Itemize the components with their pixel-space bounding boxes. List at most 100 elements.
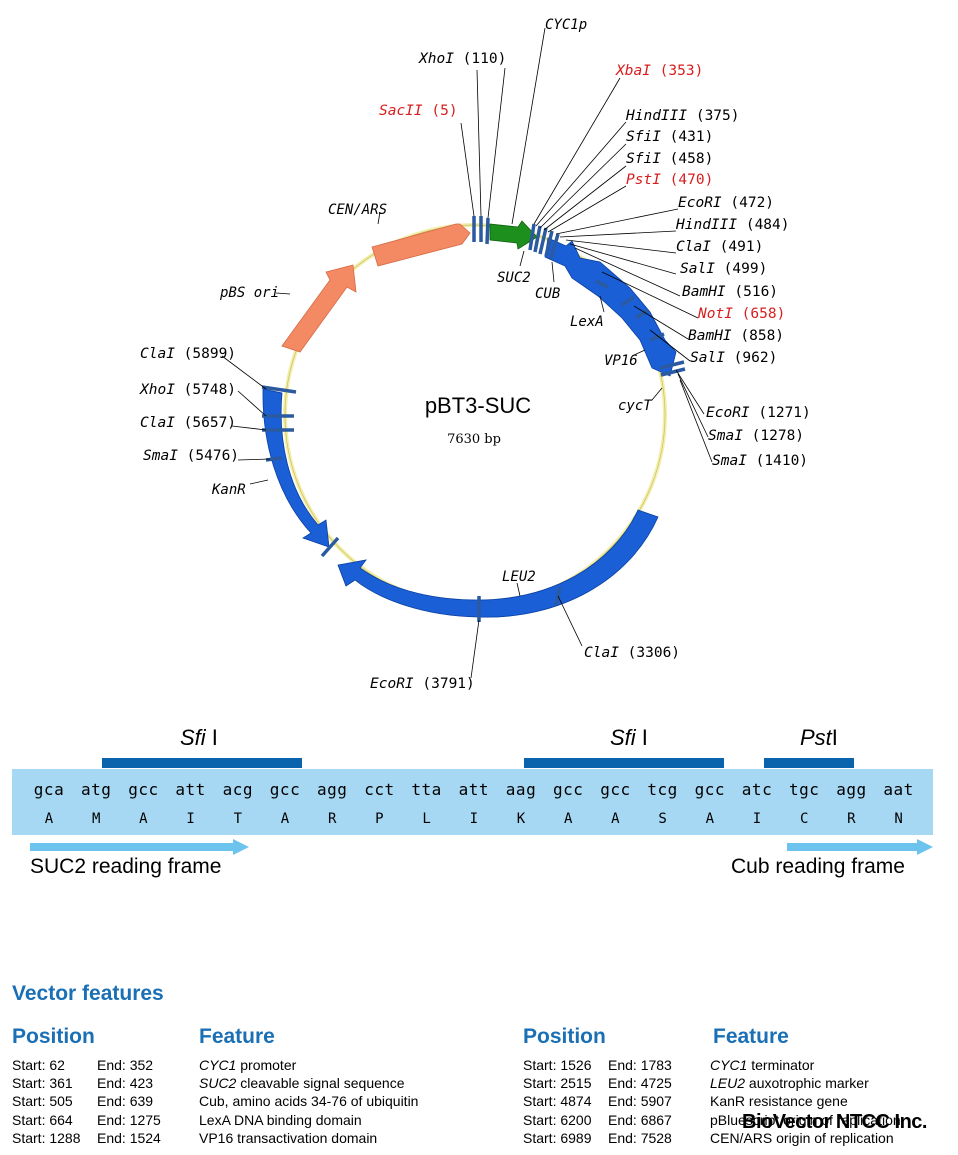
codon: tgc [788,780,820,799]
feature-start: Start: 361 [12,1075,73,1092]
codon: atc [741,780,773,799]
codon: tcg [647,780,678,799]
site-label: SacII (5) [379,103,458,119]
feature-start: Start: 6989 [523,1129,592,1146]
codon: aat [883,780,914,799]
codon: agg [836,780,867,799]
feature-label-leu2: LEU2 [502,569,536,585]
feature-description: VP16 transactivation domain [199,1129,378,1146]
feature-label-cyc1p: CYC1p [545,17,587,33]
leu2-feature [337,509,659,618]
feature-label-lexa: LexA [570,314,604,330]
feature-start: Start: 1288 [12,1129,81,1146]
amino-acid: N [894,811,903,827]
site-label: SfiI (458) [626,151,713,167]
cub-frame-arrow [787,843,919,851]
site-label: ClaI (3306) [584,645,680,661]
brand-watermark: BioVector NTCC Inc. [742,1111,927,1133]
site-label: HindIII (484) [675,217,790,233]
feature-start: Start: 1526 [523,1057,592,1073]
enzyme-label-sfi-2: Sfi I [610,725,648,750]
codon: gcc [128,780,159,799]
feature-label-kanr: KanR [211,482,246,498]
sfi-site-bar-1 [102,758,302,768]
feature-end: End: 423 [97,1075,154,1092]
site-label: EcoRI (1271) [706,405,811,421]
plasmid-map: pBT3-SUC 7630 bp CYC1p CEN/ARS pBS ori S… [139,17,811,692]
site-label: ClaI (5657) [140,415,236,431]
amino-acid: A [139,811,148,827]
feature-label-pbs-ori: pBS ori [219,285,279,301]
site-label: SmaI (1278) [708,428,804,444]
site-label: XhoI (110) [418,51,506,67]
plasmid-name: pBT3-SUC [425,393,531,418]
codon: atg [80,780,112,799]
amino-acid: R [327,811,337,827]
amino-acid: A [563,811,573,827]
feature-start: Start: 505 [12,1093,73,1110]
feature-end: End: 1524 [97,1129,161,1146]
feature-end: End: 639 [97,1093,154,1110]
feature-description: Cub, amino acids 34-76 of ubiquitin [199,1093,419,1110]
feature-description: LEU2 auxotrophic marker [710,1075,869,1092]
amino-acid: M [91,811,101,827]
site-label: ClaI (5899) [140,346,236,362]
amino-acid: A [611,811,620,827]
cub-frame-arrowhead [917,839,933,855]
feature-label-vp16: VP16 [604,353,638,369]
cub-frame-label: Cub reading frame [731,855,905,878]
codon: acg [222,780,253,799]
feature-end: End: 6867 [608,1111,672,1128]
leader-lines [221,27,713,679]
feature-header-left: Feature [199,1025,275,1048]
suc2-feature [489,220,538,250]
codon: cct [364,780,395,799]
codon: att [458,780,489,799]
codon: aag [505,780,537,799]
feature-end: End: 7528 [608,1129,672,1146]
feature-description: LexA DNA binding domain [199,1111,362,1128]
feature-end: End: 5907 [608,1093,672,1110]
site-label: BamHI (516) [682,284,778,300]
feature-label-cub: CUB [535,286,560,302]
pst-site-bar [764,758,854,768]
codon: agg [316,780,348,799]
position-header-left: Position [12,1025,95,1048]
feature-start: Start: 2515 [523,1075,592,1092]
amino-acid: I [186,811,195,827]
cen-ars-feature [371,223,471,267]
site-label: XbaI (353) [615,63,703,79]
pbs-ori-feature [281,264,357,353]
position-header-right: Position [523,1025,606,1048]
site-label: ClaI (491) [676,239,763,255]
codon: gcc [269,780,301,799]
suc2-frame-arrowhead [233,839,249,855]
site-label: SmaI (1410) [712,453,808,469]
amino-acid: K [516,811,526,827]
feature-end: End: 352 [97,1057,154,1073]
feature-description: CEN/ARS origin of replication [710,1129,894,1146]
sfi-site-bar-2 [524,758,724,768]
codon: tta [411,780,442,799]
feature-end: End: 1783 [608,1057,672,1073]
enzyme-label-sfi-1: Sfi I [180,725,218,750]
suc2-frame-label: SUC2 reading frame [30,855,222,878]
amino-acid: L [422,811,431,827]
feature-start: Start: 4874 [523,1093,592,1110]
feature-start: Start: 6200 [523,1111,592,1128]
feature-description: pBluescript origin of replication [710,1111,901,1128]
site-label: SmaI (5476) [143,448,239,464]
site-label: NotI (658) [697,306,785,322]
feature-description: CYC1 promoter [199,1057,297,1073]
plasmid-size: 7630 bp [447,432,501,447]
codon: gcc [600,780,631,799]
site-label: EcoRI (3791) [370,676,475,692]
feature-description: SUC2 cleavable signal sequence [199,1075,405,1092]
amino-acid: P [375,811,384,827]
feature-label-suc2: SUC2 [497,270,531,286]
feature-label-cyct: cycT [618,398,653,414]
codon: att [175,780,206,799]
site-label: SalI (962) [690,350,777,366]
amino-acid: T [233,811,243,827]
feature-header-right: Feature [713,1025,789,1048]
